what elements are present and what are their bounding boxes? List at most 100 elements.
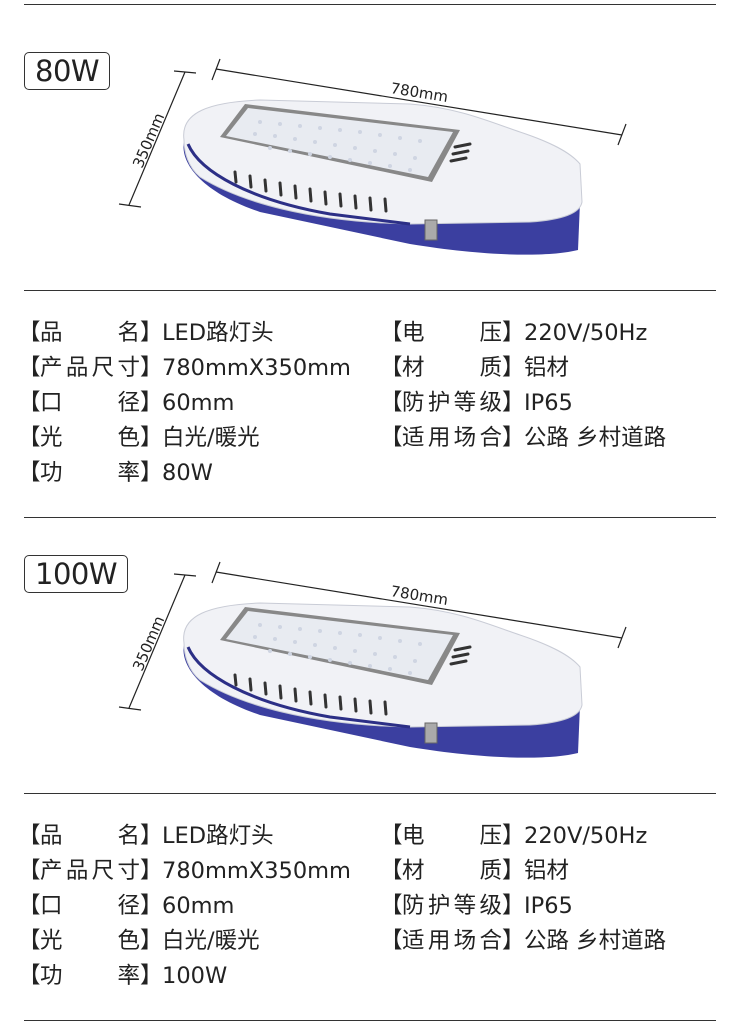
spec-value: 公路 乡村道路 [524, 425, 667, 451]
spec-value: 60mm [162, 893, 235, 919]
spec-key: 口径 [40, 893, 140, 919]
bracket-close: 】 [502, 893, 525, 919]
bracket-open: 【 [18, 823, 41, 849]
bracket-open: 【 [18, 963, 41, 989]
spec-value: 80W [162, 460, 213, 486]
spec-value: 铝材 [524, 355, 570, 381]
spec-label: 【品名】 [18, 316, 163, 351]
bracket-open: 【 [18, 390, 41, 416]
spec-label: 【防护等级】 [380, 386, 525, 421]
spec-key: 防护等级 [402, 390, 502, 416]
spec-value: 白光/暖光 [162, 425, 260, 451]
spec-label: 【防护等级】 [380, 889, 525, 924]
spec-value: IP65 [524, 390, 573, 416]
spec-key: 材质 [402, 355, 502, 381]
spec-key: 光色 [40, 425, 140, 451]
spec-label: 【口径】 [18, 889, 163, 924]
spec-value: LED路灯头 [162, 823, 274, 849]
spec-value: 白光/暖光 [162, 928, 260, 954]
spec-value: IP65 [524, 893, 573, 919]
bracket-close: 】 [140, 355, 163, 381]
spec-row: 【适用场合】公路 乡村道路 [380, 924, 666, 959]
spec-label: 【光色】 [18, 421, 163, 456]
bracket-close: 】 [140, 823, 163, 849]
divider [24, 517, 716, 518]
bracket-close: 】 [502, 355, 525, 381]
spec-label: 【材质】 [380, 351, 525, 386]
bracket-open: 【 [380, 858, 403, 884]
spec-row: 【产品尺寸】780mmX350mm [18, 351, 351, 386]
bracket-open: 【 [18, 355, 41, 381]
bracket-open: 【 [380, 355, 403, 381]
divider [24, 4, 716, 5]
bracket-open: 【 [380, 893, 403, 919]
spec-row: 【功率】100W [18, 959, 227, 994]
spec-label: 【适用场合】 [380, 421, 525, 456]
divider [24, 1020, 716, 1021]
width-label: 350mm [129, 110, 168, 170]
width-label: 350mm [129, 613, 168, 673]
bracket-open: 【 [18, 460, 41, 486]
spec-value: 公路 乡村道路 [524, 928, 667, 954]
bracket-open: 【 [18, 425, 41, 451]
spec-value: 铝材 [524, 858, 570, 884]
spec-key: 适用场合 [402, 928, 502, 954]
bracket-open: 【 [380, 823, 403, 849]
spec-row: 【电压】220V/50Hz [380, 316, 647, 351]
spec-label: 【口径】 [18, 386, 163, 421]
bracket-close: 】 [140, 460, 163, 486]
bracket-close: 】 [140, 893, 163, 919]
bracket-close: 】 [502, 858, 525, 884]
spec-key: 光色 [40, 928, 140, 954]
spec-row: 【口径】60mm [18, 889, 234, 924]
bracket-close: 】 [502, 823, 525, 849]
bracket-close: 】 [140, 390, 163, 416]
spec-key: 适用场合 [402, 425, 502, 451]
divider [24, 793, 716, 794]
bracket-open: 【 [18, 928, 41, 954]
spec-key: 防护等级 [402, 893, 502, 919]
spec-label: 【产品尺寸】 [18, 351, 163, 386]
spec-row: 【适用场合】公路 乡村道路 [380, 421, 666, 456]
spec-key: 功率 [40, 460, 140, 486]
spec-row: 【光色】白光/暖光 [18, 924, 260, 959]
spec-key: 品名 [40, 823, 140, 849]
spec-label: 【材质】 [380, 854, 525, 889]
spec-label: 【功率】 [18, 959, 163, 994]
spec-key: 产品尺寸 [40, 858, 140, 884]
bracket-open: 【 [18, 858, 41, 884]
bracket-close: 】 [502, 390, 525, 416]
bracket-open: 【 [380, 390, 403, 416]
spec-row: 【口径】60mm [18, 386, 234, 421]
spec-key: 口径 [40, 390, 140, 416]
spec-key: 产品尺寸 [40, 355, 140, 381]
spec-label: 【光色】 [18, 924, 163, 959]
bracket-close: 】 [140, 928, 163, 954]
spec-key: 品名 [40, 320, 140, 346]
bracket-open: 【 [18, 320, 41, 346]
spec-label: 【电压】 [380, 316, 525, 351]
bracket-close: 】 [502, 320, 525, 346]
bracket-open: 【 [380, 320, 403, 346]
spec-value: 780mmX350mm [162, 858, 351, 884]
power-badge: 80W [24, 52, 111, 90]
bracket-close: 】 [502, 425, 525, 451]
spec-value: 100W [162, 963, 228, 989]
spec-label: 【品名】 [18, 819, 163, 854]
spec-label: 【功率】 [18, 456, 163, 491]
spec-row: 【防护等级】IP65 [380, 889, 573, 924]
bracket-close: 】 [140, 858, 163, 884]
spec-row: 【防护等级】IP65 [380, 386, 573, 421]
bracket-open: 【 [18, 893, 41, 919]
spec-key: 材质 [402, 858, 502, 884]
spec-label: 【电压】 [380, 819, 525, 854]
spec-row: 【材质】铝材 [380, 351, 569, 386]
spec-row: 【材质】铝材 [380, 854, 569, 889]
divider [24, 290, 716, 291]
spec-value: LED路灯头 [162, 320, 274, 346]
power-badge: 100W [24, 555, 129, 593]
spec-value: 60mm [162, 390, 235, 416]
spec-key: 功率 [40, 963, 140, 989]
spec-row: 【品名】LED路灯头 [18, 316, 274, 351]
spec-row: 【光色】白光/暖光 [18, 421, 260, 456]
